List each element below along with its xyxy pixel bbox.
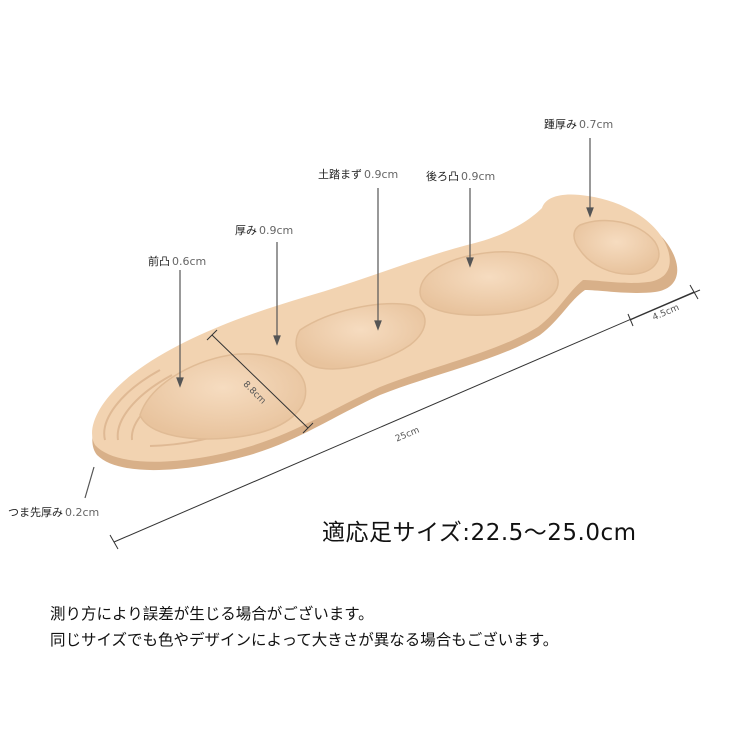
toe-thickness-name: つま先厚み [8,506,63,519]
toe-contour [116,374,173,441]
arch-value: 0.9cm [364,168,399,181]
rear-bump-value: 0.9cm [461,170,496,183]
thickness-name: 厚み [235,224,257,237]
front-width-cap [206,329,218,341]
thickness-pointer-arrow [273,335,281,346]
front-width-cap [302,422,314,434]
heel-width-cap [627,313,634,327]
heel-thickness-value: 0.7cm [579,118,614,131]
toe-pointer [84,466,95,499]
length-cap-right [689,284,699,300]
rear-bump-pointer-arrow [466,257,474,268]
length-line [113,291,695,543]
heel-thickness-name: 踵厚み [544,118,577,131]
fit-size-text: 適応足サイズ:22.5〜25.0cm [322,520,637,546]
note-measurement-error: 測り方により誤差が生じる場合がございます。 [50,605,374,623]
length-cap-left [109,534,119,550]
toe-contour [103,369,161,441]
heel-width-line [629,289,701,321]
thickness-value: 0.9cm [259,224,294,237]
arch-pad [295,302,426,370]
front-pad [139,353,307,440]
note-size-variation: 同じサイズでも色やデザインによって大きさが異なる場合もございます。 [50,631,559,649]
rear-bump-pad [419,251,559,316]
front-bump-pointer-arrow [176,377,184,388]
front-bump-name: 前凸 [148,255,170,268]
arch-name: 土踏まず [318,168,362,181]
front-bump-value: 0.6cm [172,255,207,268]
heel-pad [573,219,660,275]
heel-pointer-arrow [586,207,594,218]
arch-pointer-arrow [374,320,382,331]
front-width-line [211,334,309,429]
toe-thickness-value: 0.2cm [65,506,100,519]
rear-bump-name: 後ろ凸 [426,170,459,183]
